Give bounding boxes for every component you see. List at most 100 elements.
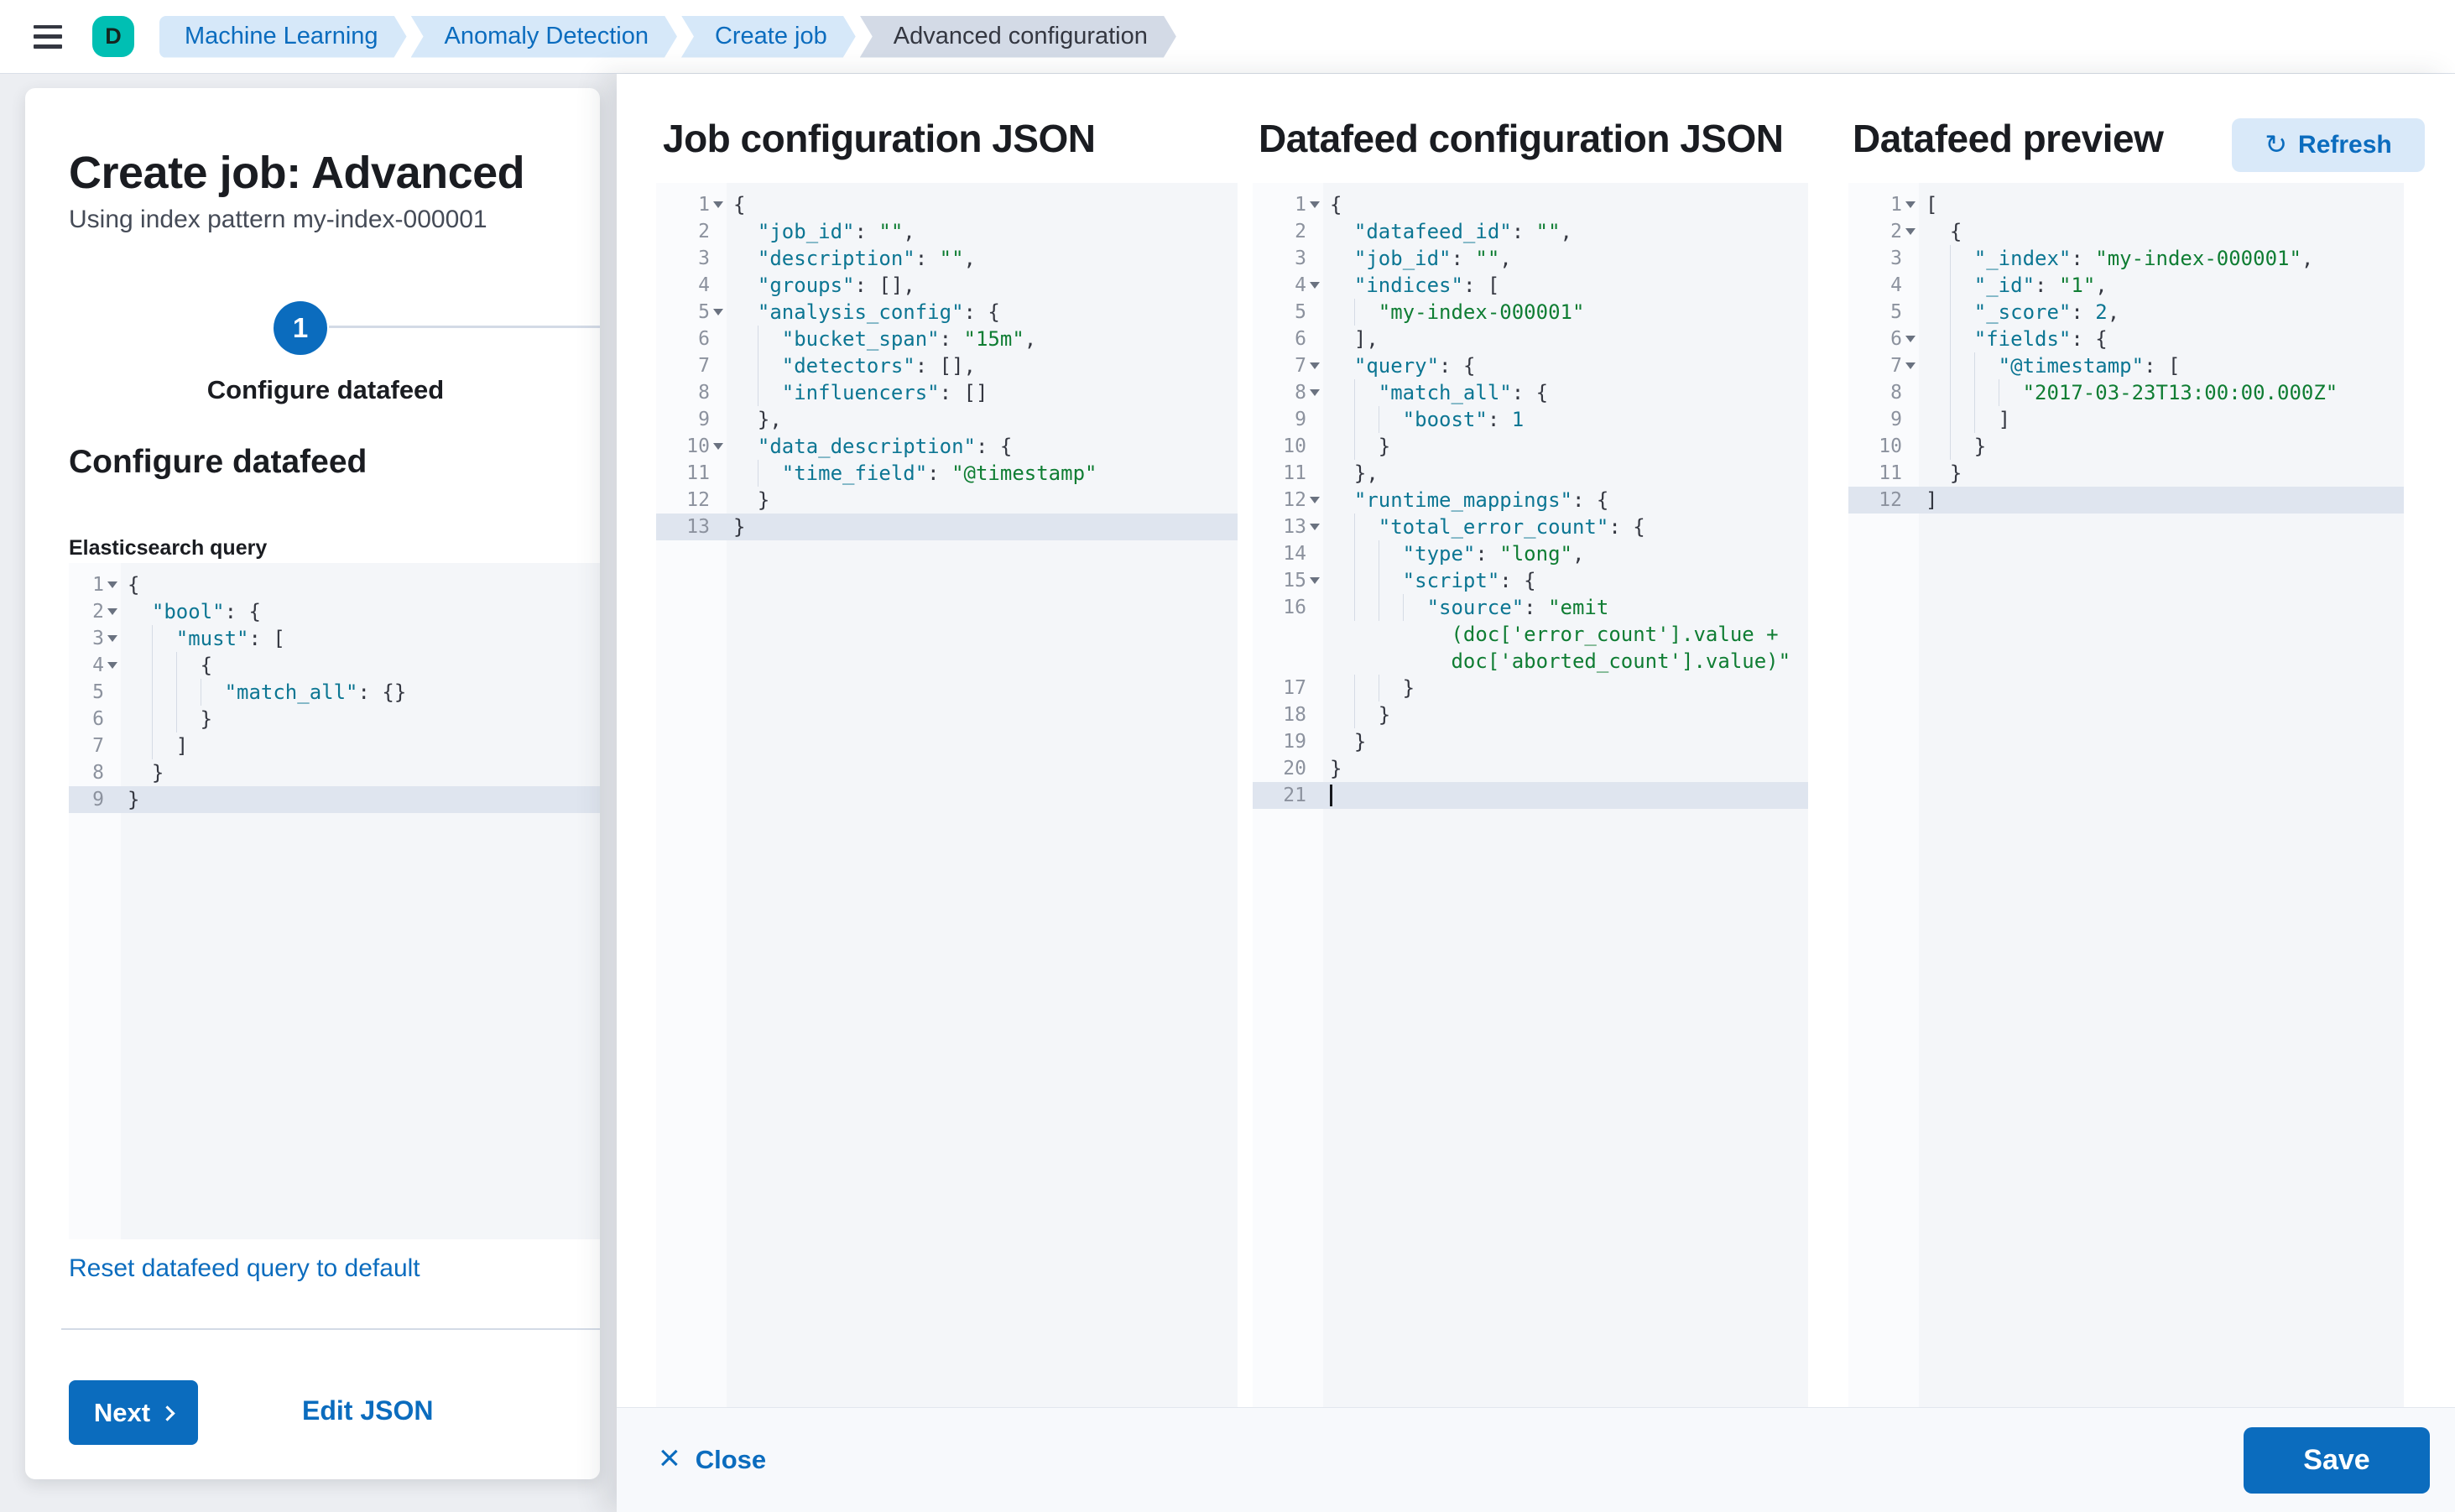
code-line: 6"bucket_span": "15m", — [698, 326, 1037, 352]
code-line: 6} — [92, 706, 213, 733]
indent-guide — [1353, 514, 1379, 540]
code-line: 3"must": [ — [92, 625, 285, 652]
code-line: 3"_index": "my-index-000001", — [1890, 245, 2314, 272]
fold-arrow-icon[interactable] — [1306, 524, 1323, 530]
code-line: 18} — [1283, 701, 1391, 728]
fold-arrow-icon[interactable] — [104, 662, 121, 669]
breadcrumb-anomaly-detection[interactable]: Anomaly Detection — [411, 16, 677, 58]
indent-guide — [757, 460, 782, 487]
reset-datafeed-query-link[interactable]: Reset datafeed query to default — [69, 1254, 420, 1282]
fold-arrow-icon[interactable] — [104, 581, 121, 588]
code-line: 7"@timestamp": [ — [1890, 352, 2181, 379]
indent-guide — [757, 326, 782, 352]
fold-arrow-icon[interactable] — [1306, 389, 1323, 396]
fold-arrow-icon[interactable] — [1902, 362, 1919, 369]
fold-arrow-icon[interactable] — [710, 443, 727, 450]
code-line: 1{ — [698, 193, 746, 216]
indent-guide — [1949, 433, 1974, 460]
fold-arrow-icon[interactable] — [1306, 282, 1323, 289]
code-line: 8"influencers": [] — [698, 379, 988, 406]
refresh-button[interactable]: ↻ Refresh — [2232, 118, 2425, 172]
breadcrumb-machine-learning[interactable]: Machine Learning — [159, 16, 407, 58]
indent-guide — [1973, 406, 1999, 433]
code-line: 16"source": "emit — [1283, 594, 1609, 621]
refresh-button-label: Refresh — [2298, 131, 2392, 159]
create-job-wizard-panel: Create job: Advanced Using index pattern… — [25, 88, 600, 1479]
job-configuration-heading: Job configuration JSON — [663, 117, 1096, 160]
breadcrumb: Machine Learning Anomaly Detection Creat… — [159, 16, 1181, 58]
indent-guide — [1949, 245, 1974, 272]
code-line: 8} — [92, 761, 164, 785]
fold-arrow-icon[interactable] — [710, 201, 727, 208]
code-line: 12] — [1848, 487, 2404, 514]
indent-guide — [757, 379, 782, 406]
code-line: 3"job_id": "", — [1295, 247, 1512, 270]
datafeed-preview-editor[interactable]: 1[2{3"_index": "my-index-000001",4"_id":… — [1848, 183, 2404, 1407]
code-line: 17} — [1283, 675, 1415, 701]
fold-arrow-icon[interactable] — [104, 608, 121, 615]
fold-arrow-icon[interactable] — [1902, 336, 1919, 342]
fold-arrow-icon[interactable] — [1306, 362, 1323, 369]
close-button-label: Close — [695, 1445, 767, 1474]
code-line: 4"groups": [], — [698, 274, 915, 297]
code-line: 10} — [1879, 433, 1987, 460]
indent-guide — [1949, 299, 1974, 326]
fold-arrow-icon[interactable] — [1306, 577, 1323, 584]
fold-arrow-icon[interactable] — [1902, 228, 1919, 235]
breadcrumb-create-job[interactable]: Create job — [681, 16, 856, 58]
fold-arrow-icon[interactable] — [104, 635, 121, 642]
indent-guide — [151, 652, 176, 679]
close-icon: × — [659, 1437, 680, 1478]
code-line: 2"bool": { — [92, 600, 261, 623]
job-configuration-editor[interactable]: 1{2"job_id": "",3"description": "",4"gro… — [656, 183, 1238, 1407]
indent-guide — [1353, 433, 1379, 460]
indent-guide — [1378, 567, 1403, 594]
fold-arrow-icon[interactable] — [1306, 497, 1323, 503]
fold-arrow-icon[interactable] — [1306, 201, 1323, 208]
code-line: 19} — [1283, 730, 1367, 753]
indent-guide — [151, 679, 176, 706]
datafeed-configuration-editor[interactable]: 1{2"datafeed_id": "",3"job_id": "",4"ind… — [1253, 183, 1808, 1407]
indent-guide — [1949, 379, 1974, 406]
flyout-footer: × Close Save — [617, 1407, 2455, 1512]
code-line: 4"indices": [ — [1295, 274, 1500, 297]
code-line: 2{ — [1890, 220, 1962, 243]
step-1-indicator[interactable]: 1 — [274, 301, 327, 355]
close-button[interactable]: × Close — [659, 1437, 767, 1478]
code-line: 12"runtime_mappings": { — [1283, 488, 1609, 512]
elasticsearch-query-editor[interactable]: 1{ 2"bool": {3"must": [4{5"match_all": {}… — [69, 563, 600, 1239]
code-line: 4{ — [92, 652, 213, 679]
code-line: 14"type": "long", — [1283, 540, 1585, 567]
fold-arrow-icon[interactable] — [1902, 201, 1919, 208]
edit-json-link[interactable]: Edit JSON — [302, 1395, 434, 1426]
step-connector-line — [329, 326, 600, 328]
code-line: 13} — [656, 514, 1238, 540]
next-button-label: Next — [93, 1397, 151, 1427]
indent-guide — [200, 679, 225, 706]
refresh-icon: ↻ — [2265, 128, 2288, 160]
code-line: 15"script": { — [1283, 567, 1536, 594]
save-button[interactable]: Save — [2244, 1427, 2430, 1494]
code-line: 4"_id": "1", — [1890, 272, 2108, 299]
code-line: 9"boost": 1 — [1295, 406, 1525, 433]
indent-guide — [1353, 540, 1379, 567]
indent-guide — [1402, 594, 1427, 621]
next-button[interactable]: Next — [69, 1380, 198, 1445]
indent-guide — [175, 652, 201, 679]
code-line: 1{ — [92, 573, 140, 597]
indent-guide — [1353, 567, 1379, 594]
indent-guide — [1353, 701, 1379, 728]
indent-guide — [1949, 326, 1974, 352]
code-line: 9] — [1890, 406, 2011, 433]
indent-guide — [1378, 675, 1403, 701]
code-line: 6"fields": { — [1890, 326, 2108, 352]
code-line: 11} — [1879, 461, 1962, 485]
code-line: 6], — [1295, 327, 1379, 351]
code-line: 20} — [1283, 757, 1342, 780]
configure-datafeed-heading: Configure datafeed — [69, 444, 367, 480]
fold-arrow-icon[interactable] — [710, 309, 727, 315]
menu-hamburger-icon[interactable] — [34, 24, 62, 49]
code-line: 5"match_all": {} — [92, 679, 407, 706]
user-avatar[interactable]: D — [92, 16, 134, 57]
